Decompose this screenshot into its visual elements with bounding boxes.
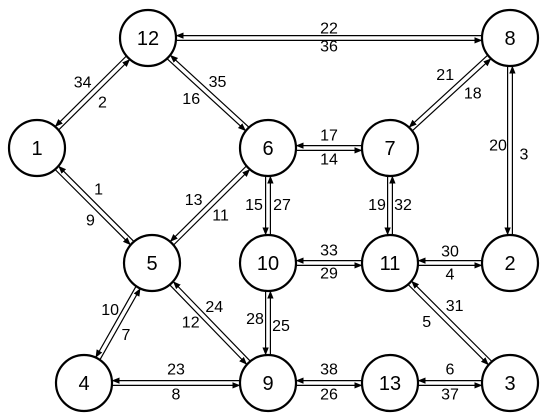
link-12-to-6-arrow: [166, 58, 247, 132]
link-13-to-9-label: 38: [320, 362, 338, 379]
link-6-to-5-label: 13: [185, 192, 203, 209]
link-5-to-9-arrow: [169, 284, 248, 365]
link-11-to-3-label: 5: [422, 314, 431, 331]
link-7-to-6-label: 17: [320, 128, 338, 145]
link-6-to-12-arrow: [169, 54, 250, 128]
node-6: 6: [238, 118, 298, 178]
node-3-label: 3: [504, 373, 515, 395]
link-12-to-1-arrow: [54, 55, 127, 128]
link-6-to-5-arrow: [169, 165, 247, 243]
node-10: 10: [238, 233, 298, 293]
link-12-to-6-label: 16: [182, 91, 200, 108]
link-8-to-2-label: 20: [489, 138, 507, 155]
link-11-to-7-label: 32: [394, 197, 412, 214]
node-3-circle: [480, 353, 540, 413]
link-3-to-13-label: 6: [446, 362, 455, 379]
node-2-label: 2: [504, 253, 515, 275]
node-11-circle: [360, 233, 420, 293]
link-9-to-4-label: 23: [167, 362, 185, 379]
node-11: 11: [360, 233, 420, 293]
link-6-to-7-label: 14: [320, 152, 338, 169]
link-11-to-10-label: 33: [320, 243, 338, 260]
link-8-to-12-label: 22: [320, 21, 338, 38]
node-13-label: 13: [379, 373, 401, 395]
link-5-to-1-arrow: [58, 165, 135, 242]
link-12-to-1-label: 34: [74, 75, 92, 92]
node-8-circle: [480, 8, 540, 68]
link-6-to-12-label: 35: [209, 74, 227, 91]
node-1-circle: [7, 118, 67, 178]
edges-layer: [54, 32, 516, 389]
link-10-to-9-label: 28: [246, 311, 264, 328]
node-9-label: 9: [262, 373, 273, 395]
node-6-circle: [238, 118, 298, 178]
link-1-to-12-arrow: [58, 58, 131, 131]
node-4-circle: [54, 353, 114, 413]
node-5-circle: [122, 233, 182, 293]
node-4-label: 4: [78, 373, 89, 395]
link-2-to-11-label: 30: [441, 244, 459, 261]
node-1-label: 1: [31, 138, 42, 160]
link-7-to-11-label: 19: [368, 197, 386, 214]
link-1-to-5-arrow: [54, 169, 131, 246]
link-10-to-6-label: 27: [273, 197, 291, 214]
link-5-to-4-arrow: [95, 285, 137, 358]
node-1: 1: [7, 118, 67, 178]
node-13-circle: [360, 353, 420, 413]
link-5-to-4-label: 10: [101, 302, 119, 319]
link-7-to-8-label: 18: [464, 85, 482, 102]
link-13-to-3-label: 37: [441, 387, 459, 404]
link-7-to-8-arrow: [411, 58, 492, 132]
node-11-label: 11: [380, 253, 401, 275]
node-5-label: 5: [146, 253, 157, 275]
node-7-circle: [360, 118, 420, 178]
link-9-to-10-label: 25: [272, 318, 290, 335]
node-12-label: 12: [137, 28, 159, 50]
node-3: 3: [480, 353, 540, 413]
node-8: 8: [480, 8, 540, 68]
node-12-circle: [118, 8, 178, 68]
node-8-label: 8: [504, 28, 515, 50]
node-5: 5: [122, 233, 182, 293]
node-9-circle: [238, 353, 298, 413]
link-5-to-9-label: 12: [182, 315, 200, 332]
link-9-to-5-label: 24: [205, 299, 223, 316]
link-9-to-5-arrow: [172, 281, 251, 362]
node-2-circle: [480, 233, 540, 293]
node-10-circle: [238, 233, 298, 293]
node-7-label: 7: [384, 138, 395, 160]
link-8-to-7-arrow: [408, 54, 489, 128]
link-4-to-5-arrow: [99, 288, 141, 361]
link-4-to-9-label: 8: [172, 387, 181, 404]
node-13: 13: [360, 353, 420, 413]
link-2-to-8-label: 3: [520, 147, 529, 164]
node-10-label: 10: [257, 253, 279, 275]
link-5-to-6-arrow: [173, 168, 251, 246]
link-10-to-11-label: 29: [320, 266, 338, 283]
link-3-to-11-arrow: [411, 280, 493, 362]
link-12-to-8-label: 36: [320, 39, 338, 56]
node-6-label: 6: [262, 138, 273, 160]
node-2: 2: [480, 233, 540, 293]
link-3-to-11-label: 31: [446, 298, 464, 315]
node-9: 9: [238, 353, 298, 413]
link-8-to-7-label: 21: [436, 67, 454, 84]
link-1-to-12-label: 2: [98, 94, 107, 111]
node-12: 12: [118, 8, 178, 68]
link-1-to-5-label: 9: [86, 213, 95, 230]
link-11-to-3-arrow: [407, 284, 489, 366]
link-5-to-6-label: 11: [212, 208, 229, 225]
link-4-to-5-label: 7: [121, 327, 130, 344]
link-6-to-10-label: 15: [245, 197, 263, 214]
link-5-to-1-label: 1: [94, 181, 103, 198]
link-11-to-2-label: 4: [446, 267, 455, 284]
node-7: 7: [360, 118, 420, 178]
link-9-to-13-label: 26: [320, 387, 338, 404]
node-4: 4: [54, 353, 114, 413]
